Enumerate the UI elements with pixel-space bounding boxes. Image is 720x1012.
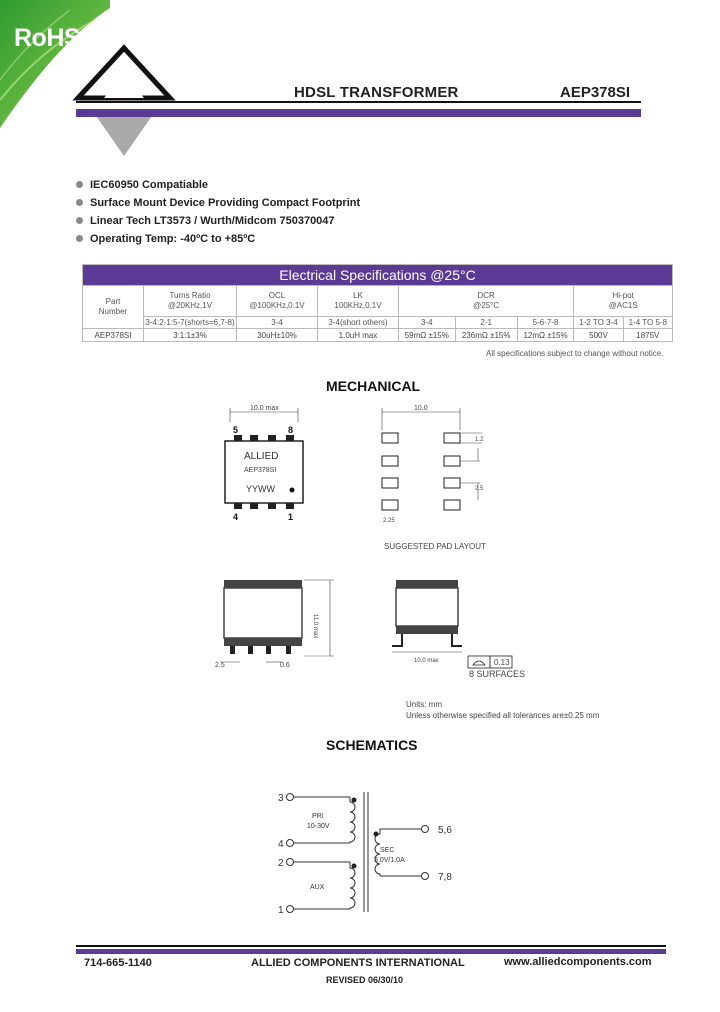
- pin1-label: 1: [288, 512, 293, 522]
- cell: 3:1:1±3%: [143, 328, 237, 342]
- schematic-diagram: 3 4 2 1 PRI 10-30V AUX SEC 5.0V/1.0A 5,6…: [278, 792, 452, 916]
- units-note: Units: mm: [406, 700, 442, 709]
- sch-pin2: 2: [278, 858, 284, 869]
- sch-pri-voltage: 10-30V: [307, 823, 330, 830]
- sch-pin1: 1: [278, 905, 284, 916]
- allied-logo: [72, 44, 176, 156]
- side-height: 11.0 max: [312, 614, 318, 638]
- footer-revision: REVISED 06/30/10: [326, 975, 404, 985]
- pad-dim-3: 2.25: [383, 518, 395, 524]
- front-width: 10.0 max: [414, 658, 439, 664]
- sch-sec-rating: 5.0V/1.0A: [374, 857, 405, 864]
- mechanical-drawing: 10.0 max 5 8 4 1 ALLIED AEP378SI YYWW 10…: [215, 405, 600, 720]
- sub-header: 1-2 TO 3-4: [573, 316, 624, 329]
- feature-item: IEC60950 Compatiable: [76, 176, 360, 194]
- sch-aux-label: AUX: [310, 884, 325, 891]
- table-row: AEP378SI 3:1:1±3% 30uH±10% 1.0uH max 59m…: [82, 328, 674, 342]
- sch-out-78: 7,8: [438, 872, 452, 883]
- coplanarity-value: 0.13: [494, 658, 510, 667]
- document-title: HDSL TRANSFORMER: [294, 84, 459, 101]
- sch-pin3: 3: [278, 793, 284, 804]
- cell: AEP378SI: [82, 328, 144, 342]
- marking-allied: ALLIED: [244, 451, 278, 462]
- sch-sec-label: SEC: [380, 847, 394, 854]
- sub-header: 2-1: [454, 316, 518, 329]
- sub-header: 1-4 TO 5-8: [622, 316, 674, 329]
- bullet-icon: [76, 217, 83, 224]
- pin8-label: 8: [288, 425, 293, 435]
- part-number: AEP378SI: [560, 84, 631, 101]
- feature-list: IEC60950 Compatiable Surface Mount Devic…: [76, 176, 360, 248]
- cell: 1.0uH max: [317, 328, 399, 342]
- schematics-heading: SCHEMATICS: [326, 737, 418, 753]
- tolerance-note: Unless otherwise specified all tolerance…: [406, 711, 600, 720]
- col-dcr: DCR@25°C: [397, 285, 575, 317]
- bullet-icon: [76, 199, 83, 206]
- cell: 59mΩ ±15%: [398, 328, 456, 342]
- cell: 30uH±10%: [236, 328, 318, 342]
- footer-company: ALLIED COMPONENTS INTERNATIONAL: [251, 957, 465, 969]
- rohs-badge-bg: [0, 0, 110, 128]
- pad-dim-2: 2.5: [475, 486, 484, 492]
- pad-layout-caption: SUGGESTED PAD LAYOUT: [384, 542, 486, 551]
- col-hipot: Hi-pot@AC1S: [573, 285, 673, 317]
- pad-width: 10.0: [414, 405, 428, 412]
- footer-bar: [76, 949, 666, 954]
- feature-item: Operating Temp: -40ºC to +85ºC: [76, 230, 360, 248]
- cell: 236mΩ ±15%: [454, 328, 518, 342]
- sch-pin4: 4: [278, 839, 284, 850]
- marking-date: YYWW: [246, 484, 276, 494]
- side-dim-1: 2.5: [215, 662, 225, 669]
- coplanarity-surfaces: 8 SURFACES: [469, 669, 525, 679]
- footer-phone: 714-665-1140: [84, 957, 152, 969]
- header-divider: [76, 101, 641, 103]
- cell: 1875V: [622, 328, 674, 342]
- pin4-label: 4: [233, 512, 238, 522]
- spec-note: All specifications subject to change wit…: [486, 349, 664, 358]
- sub-header: 3-4(short others): [317, 316, 399, 329]
- side-dim-2: 0.6: [280, 662, 290, 669]
- sch-out-56: 5,6: [438, 825, 452, 836]
- spec-table-title: Electrical Specifications @25°C: [82, 264, 673, 286]
- cell: 12mΩ ±15%: [516, 328, 575, 342]
- dim-top-width: 10.0 max: [250, 405, 279, 412]
- sch-pri-label: PRI: [312, 813, 324, 820]
- rohs-label: RoHS: [14, 24, 81, 52]
- pin5-label: 5: [233, 425, 238, 435]
- header-bar: [76, 109, 641, 117]
- bullet-icon: [76, 235, 83, 242]
- sub-header: 3-4: [398, 316, 456, 329]
- cell: 500V: [573, 328, 624, 342]
- footer-divider: [76, 945, 666, 947]
- feature-item: Surface Mount Device Providing Compact F…: [76, 194, 360, 212]
- pad-dim-1: 1.2: [475, 437, 484, 443]
- sub-header: 3-4: [236, 316, 318, 329]
- sub-header: 5-6-7-8: [516, 316, 575, 329]
- col-ocl: OCL@100KHz,0.1V: [236, 285, 318, 317]
- col-turns-ratio: Turns Ratio@20KHz,1V: [143, 285, 237, 317]
- marking-part: AEP378SI: [244, 467, 276, 474]
- feature-item: Linear Tech LT3573 / Wurth/Midcom 750370…: [76, 212, 360, 230]
- mechanical-heading: MECHANICAL: [326, 378, 421, 394]
- footer-website[interactable]: www.alliedcomponents.com: [504, 956, 652, 968]
- bullet-icon: [76, 181, 83, 188]
- sub-header: 3-4:2-1:5-7(shorts=6,7-8): [143, 316, 237, 329]
